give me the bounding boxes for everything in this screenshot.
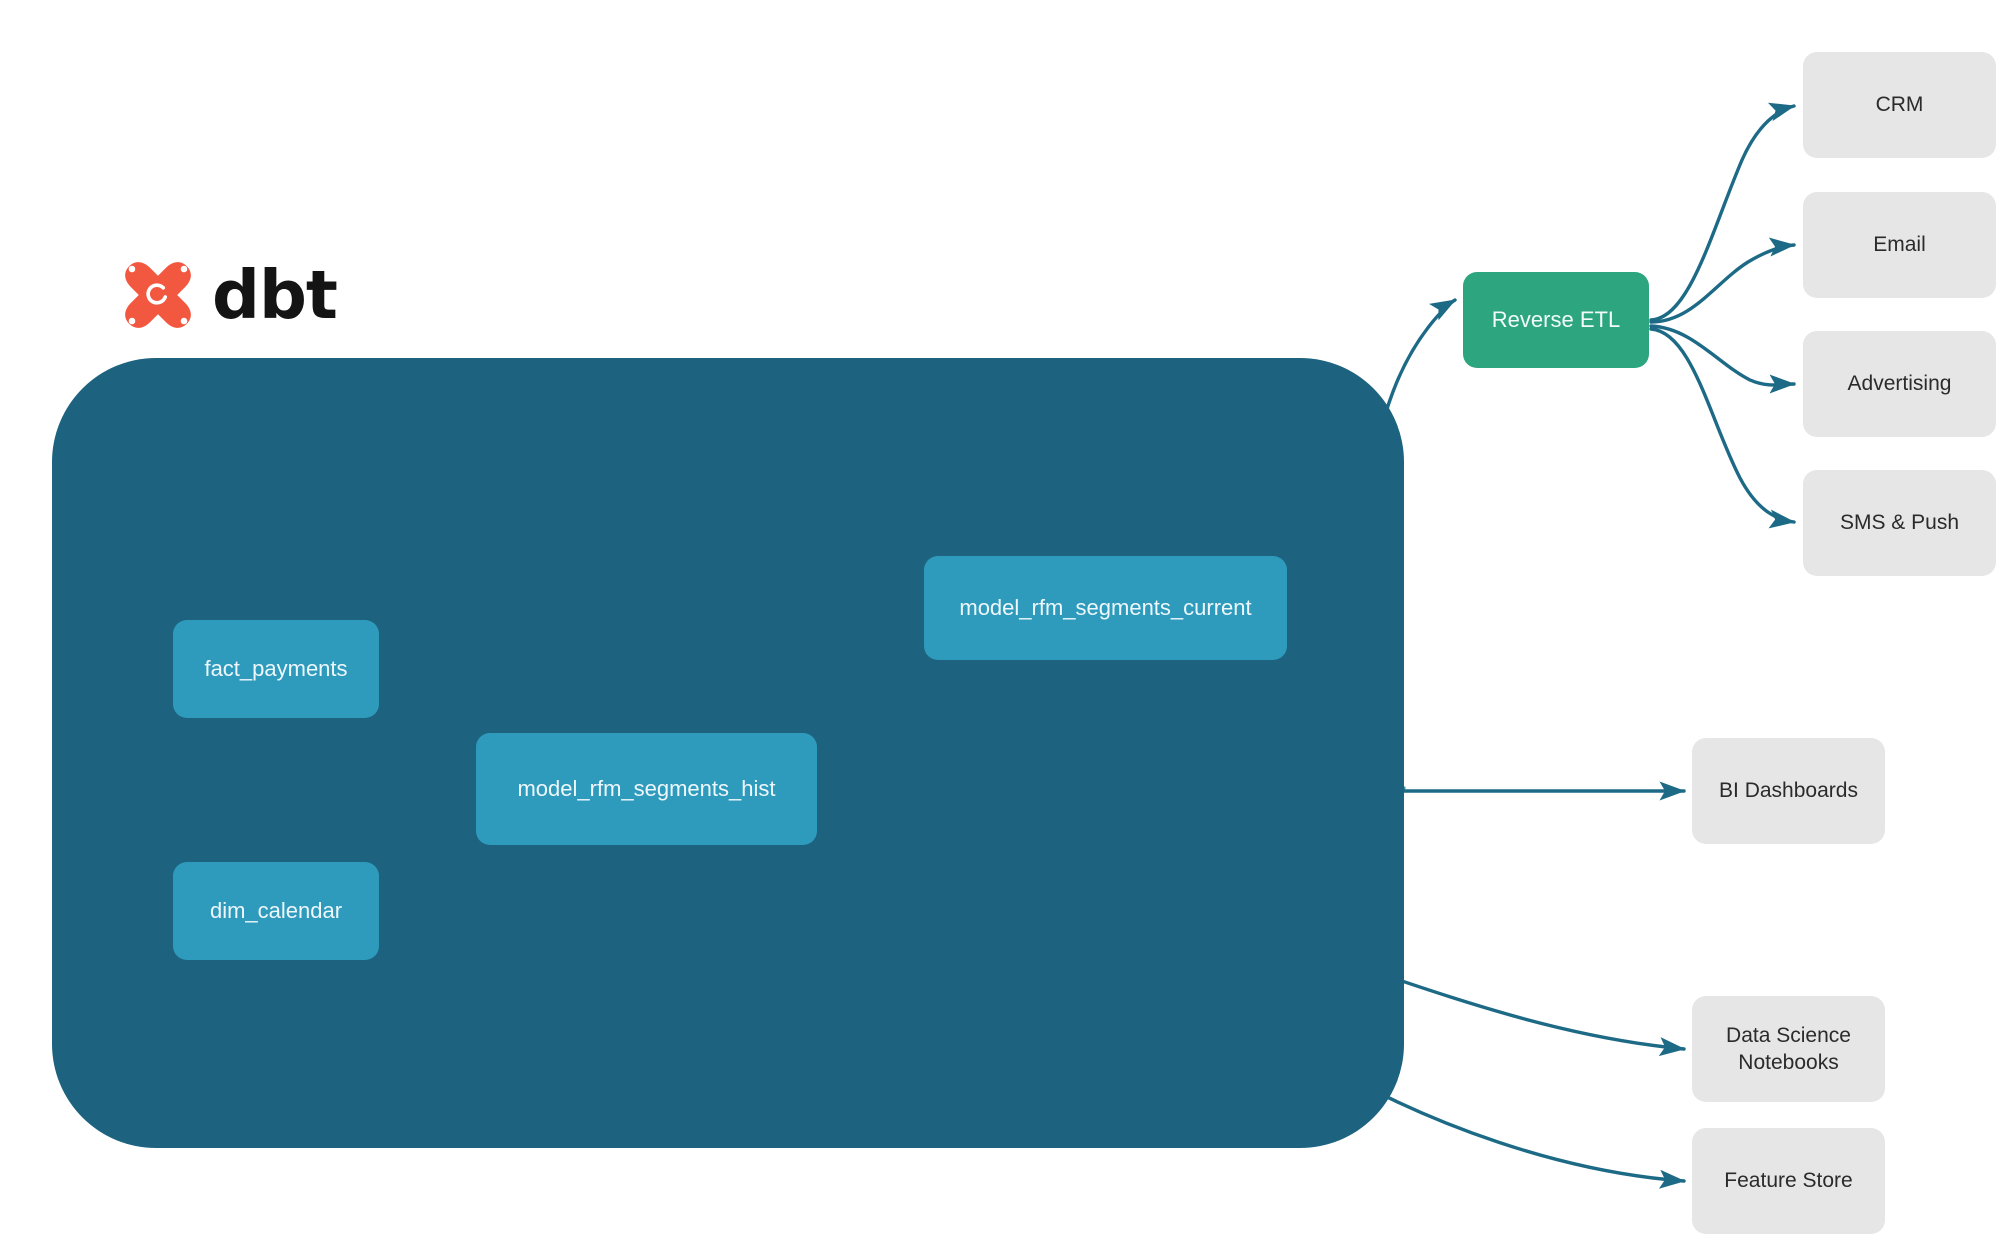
edge-reverse-etl-to-email	[1649, 237, 1796, 324]
destination-label: Email	[1873, 233, 1926, 257]
model-node-label: dim_calendar	[209, 898, 343, 923]
destination-label: CRM	[1875, 93, 1924, 117]
dbt-logo: dbt	[118, 255, 338, 335]
model-node-label: model_rfm_segments_hist	[517, 776, 776, 801]
model-node-rfm-segments-hist[interactable]: model_rfm_segments_hist	[476, 733, 817, 845]
destination-node-crm[interactable]: CRM	[1803, 52, 1996, 158]
destination-node-advertising[interactable]: Advertising	[1803, 331, 1996, 437]
edge-reverse-etl-to-advertising	[1649, 324, 1796, 394]
model-node-fact-payments[interactable]: fact_payments	[173, 620, 379, 718]
destination-node-data-science-notebooks[interactable]: Data Science Notebooks	[1692, 996, 1885, 1102]
edge-reverse-etl-to-sms-push	[1649, 327, 1796, 529]
model-node-label: fact_payments	[204, 656, 348, 681]
dbt-wordmark: dbt	[212, 255, 338, 334]
destination-label-line1: Data Science	[1726, 1023, 1851, 1047]
reverse-etl-label: Reverse ETL	[1491, 307, 1621, 332]
destination-label: Feature Store	[1724, 1169, 1853, 1193]
destination-label: BI Dashboards	[1719, 779, 1858, 803]
edge-rfm-hist-to-ds-notebooks	[1373, 970, 1686, 1057]
model-node-rfm-segments-current[interactable]: model_rfm_segments_current	[924, 556, 1287, 660]
destination-node-bi-dashboards[interactable]: BI Dashboards	[1692, 738, 1885, 844]
destination-label: Advertising	[1847, 372, 1952, 396]
model-node-dim-calendar[interactable]: dim_calendar	[173, 862, 379, 960]
destination-node-feature-store[interactable]: Feature Store	[1692, 1128, 1885, 1234]
dbt-x-logo-icon	[125, 262, 191, 328]
edge-reverse-etl-to-crm	[1649, 102, 1796, 322]
destination-node-email[interactable]: Email	[1803, 192, 1996, 298]
destination-label-line2: Notebooks	[1738, 1051, 1839, 1074]
reverse-etl-node[interactable]: Reverse ETL	[1463, 272, 1649, 368]
destination-node-sms-push[interactable]: SMS & Push	[1803, 470, 1996, 576]
model-node-label: model_rfm_segments_current	[959, 595, 1252, 620]
destination-label: Data Science Notebooks	[1726, 1022, 1851, 1077]
destination-label: SMS & Push	[1839, 511, 1960, 535]
